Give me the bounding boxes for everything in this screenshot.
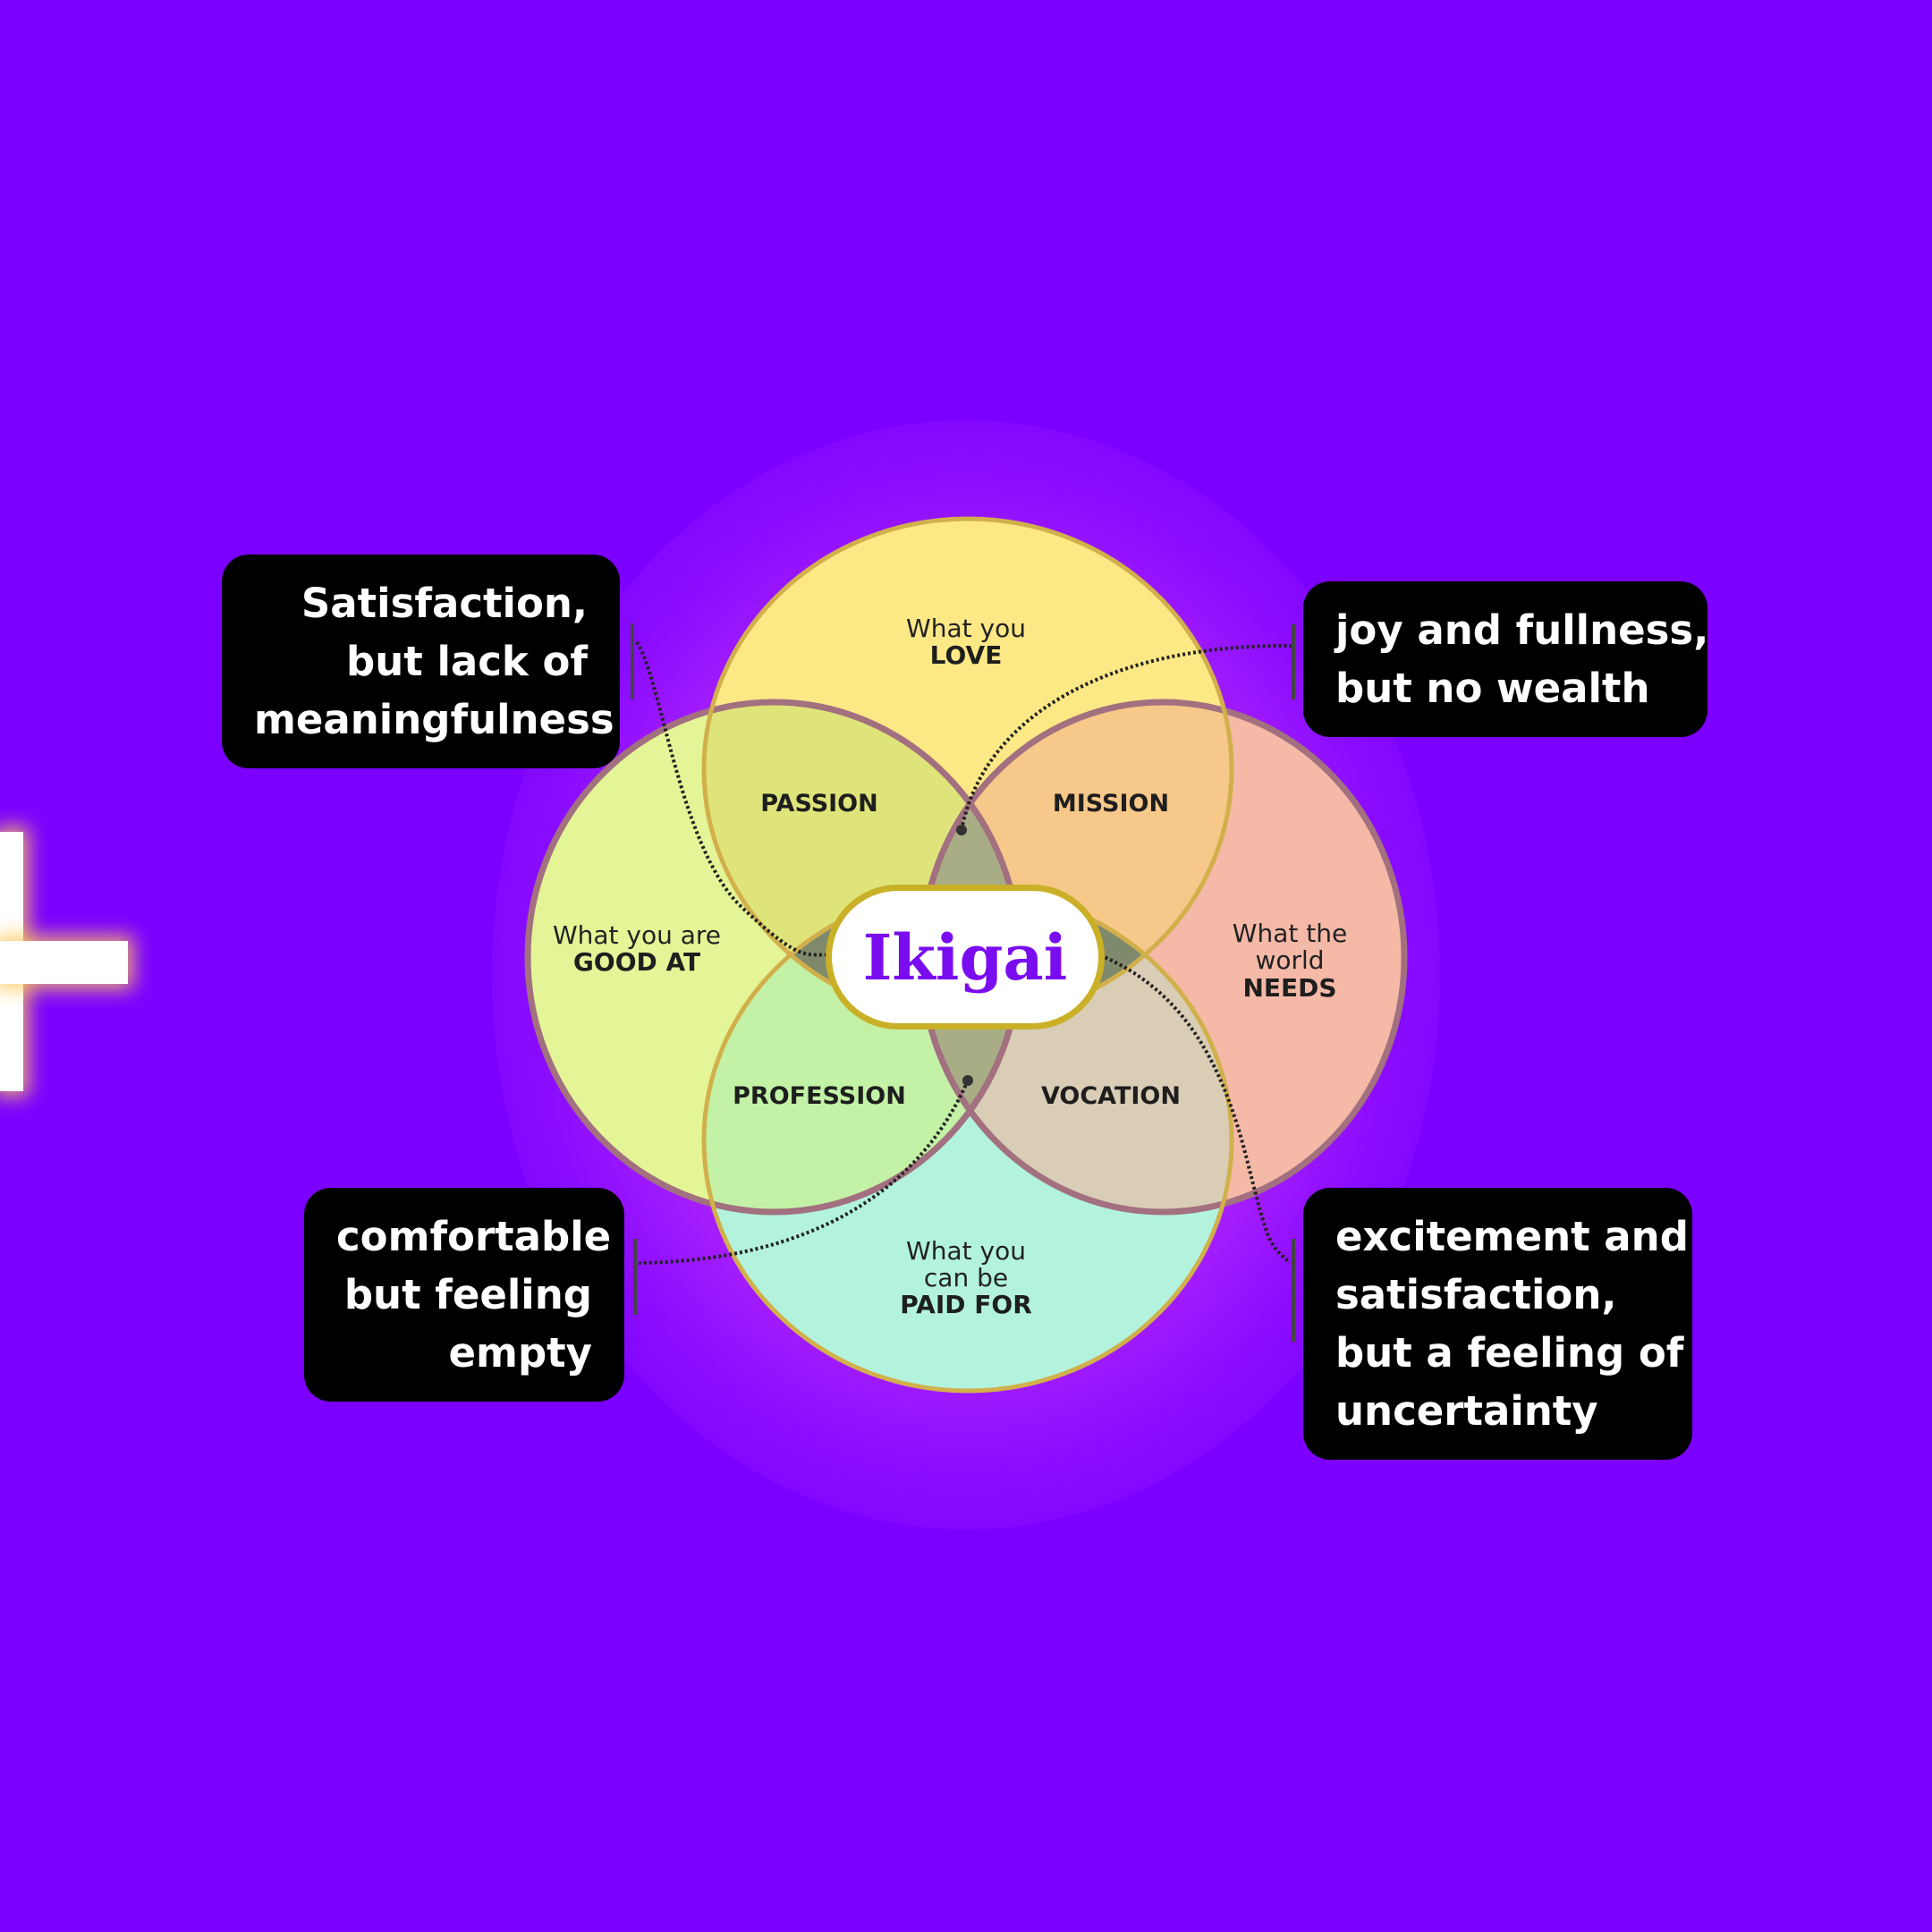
connector-passion (635, 640, 837, 957)
callout-vocation-line2: satisfaction, (1335, 1271, 1617, 1318)
callout-vocation-line1: excitement and (1335, 1213, 1689, 1260)
good-at-label-line1: What you are (553, 920, 721, 950)
mission-label: MISSION (1053, 790, 1169, 818)
world-needs-label-line1: What the (1233, 919, 1347, 948)
connector-profession (638, 1080, 970, 1265)
love-label-line1: What you (906, 614, 1026, 643)
plus-icon (0, 832, 134, 1091)
connector-profession-dot (962, 1075, 973, 1086)
paid-for-label-line1: What you (906, 1236, 1026, 1266)
ikigai-center-badge: Ikigai (832, 891, 1098, 1023)
callout-profession: comfortable but feeling empty (304, 1188, 624, 1402)
connector-mission-dot (956, 825, 967, 835)
callout-mission-line1: joy and fullness, (1335, 606, 1709, 654)
callout-profession-line3: empty (448, 1329, 592, 1377)
paid-for-label-line3: PAID FOR (900, 1290, 1032, 1319)
ikigai-title: Ikigai (862, 919, 1068, 995)
paid-for-outline (701, 887, 1234, 1394)
plus-icon-horizontal-bar (0, 941, 128, 984)
passion-label: PASSION (760, 790, 877, 818)
paid-for-label-line2: can be (924, 1263, 1008, 1292)
callout-passion-line3: meaningfulness (254, 696, 614, 743)
love-label-line2: LOVE (930, 640, 1003, 670)
world-needs-label-line3: NEEDS (1242, 973, 1336, 1003)
callout-passion-line1: Satisfaction, (301, 580, 588, 627)
profession-label: PROFESSION (733, 1082, 906, 1110)
vocation-label: VOCATION (1041, 1082, 1181, 1110)
world-needs-label-line2: world (1255, 945, 1324, 975)
callout-mission-line2: but no wealth (1335, 665, 1650, 712)
callout-mission: joy and fullness, but no wealth (1303, 581, 1709, 737)
callout-passion: Satisfaction, but lack of meaningfulness (222, 555, 620, 768)
callout-passion-line2: but lack of (346, 638, 588, 685)
callout-vocation: excitement and satisfaction, but a feeli… (1303, 1188, 1692, 1460)
callout-profession-line1: comfortable (336, 1213, 612, 1260)
connector-mission (960, 643, 1293, 831)
good-at-label-line2: GOOD AT (573, 947, 700, 977)
callout-vocation-line3: but a feeling of (1335, 1329, 1684, 1377)
connector-vocation (1099, 953, 1292, 1265)
callout-vocation-line4: uncertainty (1335, 1387, 1598, 1435)
callout-profession-line2: but feeling (343, 1271, 592, 1318)
